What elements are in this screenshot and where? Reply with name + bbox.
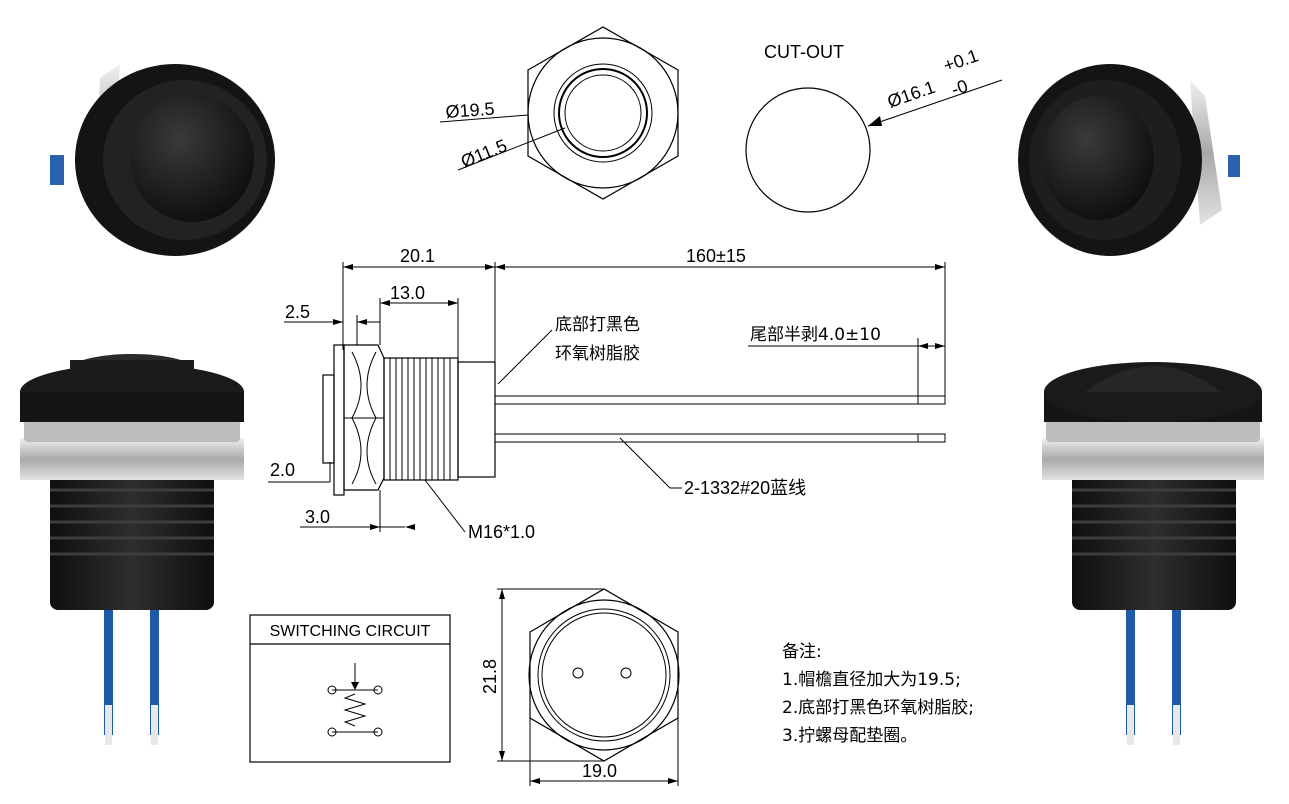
bottom-view-width: 19.0 [582, 761, 617, 781]
notes-item-3: 3.拧螺母配垫圈。 [782, 726, 917, 746]
dim-wire-length: 160±15 [686, 246, 746, 266]
product-photo-side-left [20, 354, 244, 745]
cutout-dia: Ø16.1 [885, 77, 938, 112]
cutout-title: CUT-OUT [764, 42, 844, 62]
product-photo-front-left [50, 64, 275, 256]
cutout-view: CUT-OUT Ø16.1 +0.1 -0 [745, 42, 1003, 213]
label-epoxy-line1: 底部打黑色 [555, 315, 640, 335]
dim-head-length: 2.5 [285, 302, 310, 322]
product-photo-side-right [1042, 362, 1264, 745]
top-view-inner-dia: Ø11.5 [458, 135, 510, 171]
switch-symbol [327, 663, 383, 737]
notes-item-2: 2.底部打黑色环氧树脂胶; [782, 698, 974, 718]
bottom-view: 21.8 19.0 [480, 588, 680, 786]
switching-circuit: SWITCHING CIRCUIT [249, 614, 451, 763]
dim-thread-length: 13.0 [390, 283, 425, 303]
label-epoxy-line2: 环氧树脂胶 [555, 344, 640, 364]
top-view: Ø19.5 Ø11.5 [439, 26, 679, 200]
top-view-outer-dia: Ø19.5 [445, 99, 495, 122]
dim-head-height: 2.0 [270, 460, 295, 480]
bottom-view-height: 21.8 [480, 659, 500, 694]
dim-nut-width: 3.0 [305, 507, 330, 527]
label-strip-length: 尾部半剥4.0±10 [750, 325, 881, 345]
label-wire-spec: 2-1332#20蓝线 [684, 478, 806, 498]
side-view: 20.1 160±15 13.0 2.5 2.0 3.0 [268, 246, 946, 542]
thread-lines [389, 358, 451, 480]
notes-item-1: 1.帽檐直径加大为19.5; [782, 670, 961, 690]
product-photo-front-right [1018, 64, 1240, 256]
cutout-tol-plus: +0.1 [941, 45, 981, 75]
dim-body-length: 20.1 [400, 246, 435, 266]
circuit-title: SWITCHING CIRCUIT [270, 623, 431, 640]
notes: 备注: 1.帽檐直径加大为19.5; 2.底部打黑色环氧树脂胶; 3.拧螺母配垫… [782, 642, 974, 746]
notes-title: 备注: [782, 642, 822, 662]
label-thread-spec: M16*1.0 [468, 522, 535, 542]
cutout-tol-minus: -0 [949, 76, 971, 100]
